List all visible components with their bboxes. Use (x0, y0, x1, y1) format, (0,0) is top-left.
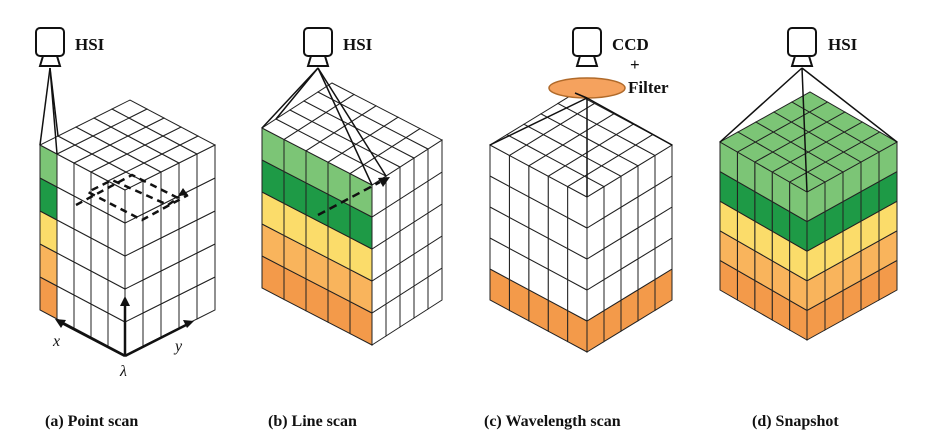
projection-line (317, 67, 373, 186)
projection-line (801, 67, 898, 143)
camera-lens-icon (575, 55, 599, 67)
camera-lens-icon (790, 55, 814, 67)
filter-icon (548, 77, 626, 99)
projection-line (719, 67, 803, 143)
cube-wavelength-scan (488, 92, 674, 353)
camera-a (35, 27, 65, 67)
caption-line-scan: (b) Line scan (268, 413, 357, 430)
y-arrowhead-icon (183, 320, 194, 328)
lambda-arrowhead-icon (120, 296, 130, 306)
camera-body-icon (35, 27, 65, 57)
camera-b (303, 27, 333, 67)
scan-arrowhead-icon (178, 188, 188, 196)
projection-line (317, 67, 387, 177)
camera-label-c-plus: + (630, 55, 640, 74)
camera-label-c: CCD (612, 35, 649, 54)
caption-snapshot: (d) Snapshot (752, 413, 839, 430)
axis-label-y: y (173, 338, 183, 355)
overlay-layer (35, 27, 898, 358)
caption-wavelength-scan: (c) Wavelength scan (484, 413, 621, 430)
cube-line-scan (261, 82, 443, 346)
camera-label-d: HSI (828, 35, 858, 54)
camera-d (787, 27, 817, 67)
camera-lens-icon (306, 55, 330, 67)
projection-line (49, 67, 59, 137)
caption-point-scan: (a) Point scan (45, 413, 138, 430)
cubes-layer (38, 82, 899, 356)
top-face-cell (790, 91, 829, 113)
x-axis-arrow (59, 320, 126, 358)
projection-line (489, 97, 588, 146)
camera-lens-icon (38, 55, 62, 67)
scan-direction-arrow (317, 180, 381, 217)
camera-body-icon (572, 27, 602, 57)
cube-point-scan (38, 99, 217, 356)
camera-label-c-filter: Filter (628, 78, 669, 97)
scan-path-arrow (75, 173, 189, 222)
projection-line (39, 67, 51, 146)
projection-line (275, 67, 319, 120)
camera-body-icon (303, 27, 333, 57)
projection-line (586, 97, 673, 146)
scan-arrowhead-icon (378, 177, 390, 187)
axis-label-lambda: λ (119, 363, 127, 380)
projection-line (574, 92, 588, 99)
x-arrowhead-icon (55, 319, 66, 328)
camera-body-icon (787, 27, 817, 57)
projection-line (801, 67, 808, 193)
camera-c (572, 27, 602, 67)
camera-label-b: HSI (343, 35, 373, 54)
camera-label-a: HSI (75, 35, 105, 54)
y-axis-arrow (124, 322, 189, 358)
cube-snapshot (718, 91, 899, 341)
top-face-cell (110, 99, 149, 119)
projection-line (261, 67, 319, 129)
axis-label-x: x (52, 333, 60, 350)
